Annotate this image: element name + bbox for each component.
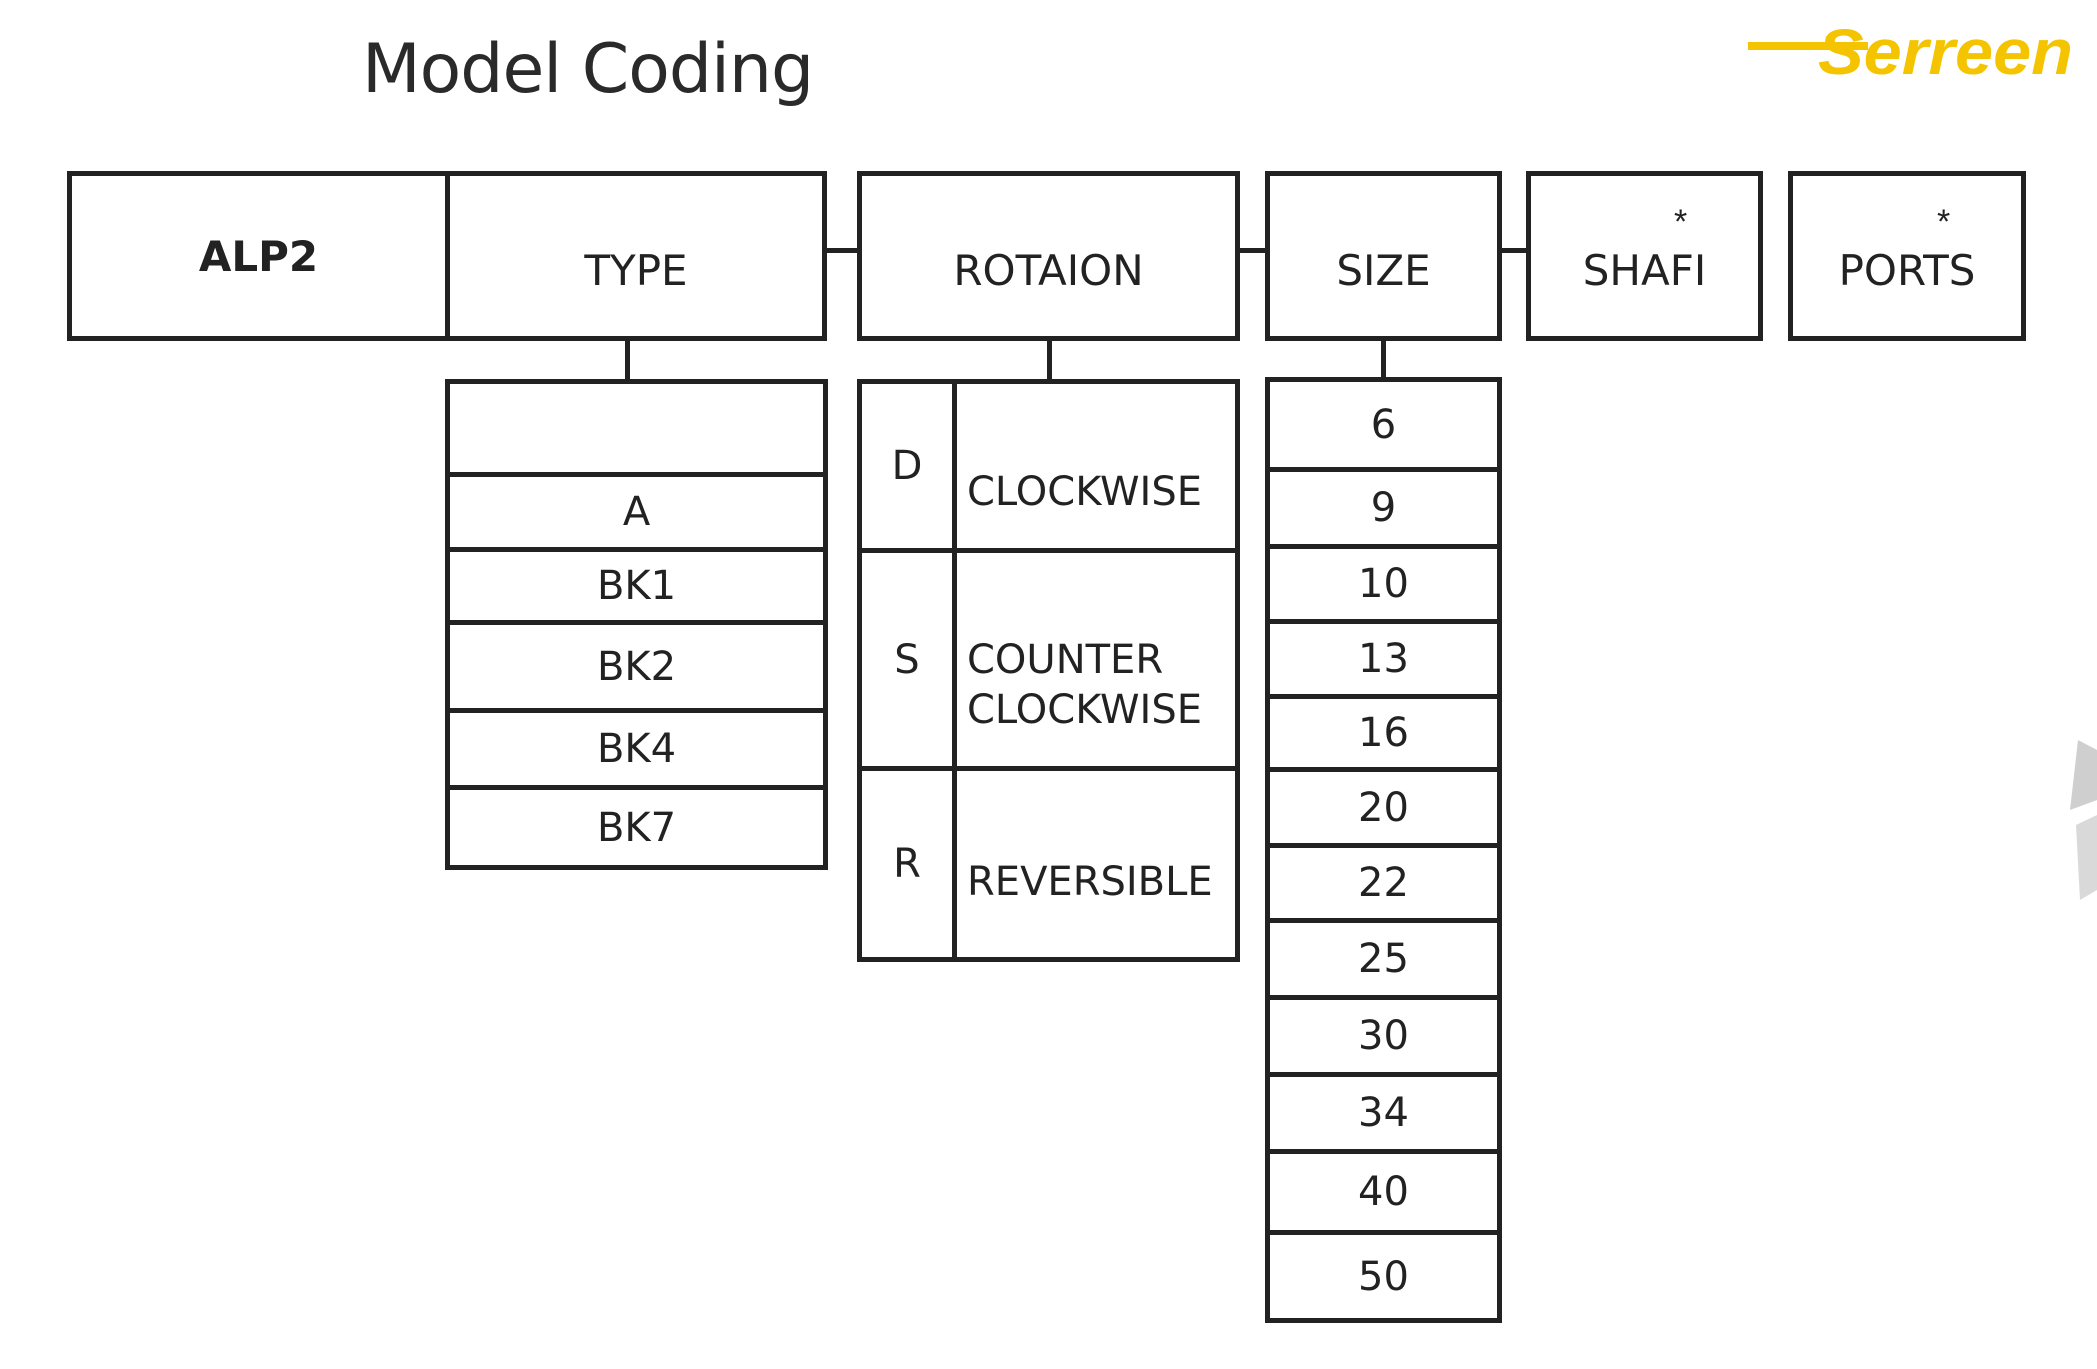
size-option-label: 10	[1358, 561, 1409, 607]
type-option-label: A	[622, 489, 651, 535]
type-option-label: BK4	[596, 726, 677, 772]
shaft-asterisk: *	[1674, 203, 1688, 241]
header-shaft-box: SHAFI	[1526, 171, 1763, 341]
rotation-code-cell: S	[857, 548, 957, 771]
size-option-row: 22	[1265, 843, 1502, 923]
size-option-row: 13	[1265, 619, 1502, 699]
connector-size-shaft	[1502, 248, 1526, 253]
rotation-desc: COUNTER	[967, 636, 1164, 683]
size-option-row: 25	[1265, 918, 1502, 1000]
size-option-label: 50	[1358, 1253, 1409, 1300]
size-option-row: 30	[1265, 995, 1502, 1077]
connector-rotation-down	[1047, 341, 1052, 379]
type-option-row: BK2	[445, 620, 828, 713]
size-option-label: 40	[1358, 1169, 1409, 1215]
size-option-label: 6	[1370, 401, 1397, 448]
rotation-desc-cell: CLOCKWISE	[952, 379, 1240, 553]
size-option-row: 10	[1265, 544, 1502, 624]
brand-box: ALP2	[67, 171, 450, 341]
brand-label: ALP2	[198, 231, 319, 281]
type-option-row: BK1	[445, 547, 828, 625]
size-option-row: 16	[1265, 694, 1502, 772]
page-title: Model Coding	[362, 30, 814, 109]
rotation-code: D	[891, 443, 923, 489]
connector-type-rotation	[827, 248, 857, 253]
rotation-code-cell: D	[857, 379, 957, 553]
rotation-desc-cell: REVERSIBLE	[952, 766, 1240, 962]
size-option-row: 40	[1265, 1149, 1502, 1235]
header-type-box: TYPE	[445, 171, 827, 341]
size-option-label: 20	[1358, 784, 1409, 831]
header-size-label: SIZE	[1336, 245, 1431, 295]
header-rotation-box: ROTAION	[857, 171, 1240, 341]
header-ports-box: PORTS	[1788, 171, 2026, 341]
size-option-label: 22	[1358, 860, 1409, 906]
type-option-row: BK7	[445, 785, 828, 870]
size-option-row: 6	[1265, 377, 1502, 472]
size-option-label: 9	[1370, 485, 1397, 531]
rotation-desc: CLOCKWISE	[967, 686, 1203, 733]
size-option-label: 34	[1358, 1090, 1409, 1136]
header-size-box: SIZE	[1265, 171, 1502, 341]
size-option-row: 34	[1265, 1072, 1502, 1154]
rotation-code-cell: R	[857, 766, 957, 962]
product-image-fragment	[2070, 740, 2097, 900]
header-ports-label: PORTS	[1838, 245, 1976, 295]
rotation-desc: REVERSIBLE	[967, 859, 1213, 905]
rotation-code: R	[893, 841, 921, 887]
header-type-label: TYPE	[584, 245, 688, 295]
rotation-desc-cell: COUNTER CLOCKWISE	[952, 548, 1240, 771]
type-option-row	[445, 379, 828, 477]
ports-asterisk: *	[1937, 203, 1951, 241]
size-option-row: 9	[1265, 467, 1502, 549]
size-option-label: 30	[1358, 1013, 1409, 1059]
header-shaft-label: SHAFI	[1582, 245, 1707, 295]
size-option-label: 13	[1358, 636, 1409, 682]
connector-rotation-size	[1240, 248, 1265, 253]
logo-text: Serreen	[1818, 16, 2073, 88]
connector-type-down	[625, 341, 630, 381]
type-option-label: BK1	[596, 563, 677, 609]
type-option-row: BK4	[445, 708, 828, 790]
type-option-row: A	[445, 472, 828, 552]
rotation-desc: CLOCKWISE	[967, 469, 1203, 515]
rotation-code: S	[894, 636, 920, 683]
size-option-label: 16	[1358, 710, 1409, 756]
serreen-logo: Serreen	[1748, 16, 2073, 88]
size-option-row: 20	[1265, 767, 1502, 848]
size-option-label: 25	[1358, 936, 1409, 982]
size-option-row: 50	[1265, 1230, 1502, 1323]
type-option-label: BK7	[596, 804, 677, 851]
type-option-label: BK2	[596, 643, 677, 690]
header-rotation-label: ROTAION	[953, 245, 1144, 295]
connector-size-down	[1381, 341, 1386, 379]
